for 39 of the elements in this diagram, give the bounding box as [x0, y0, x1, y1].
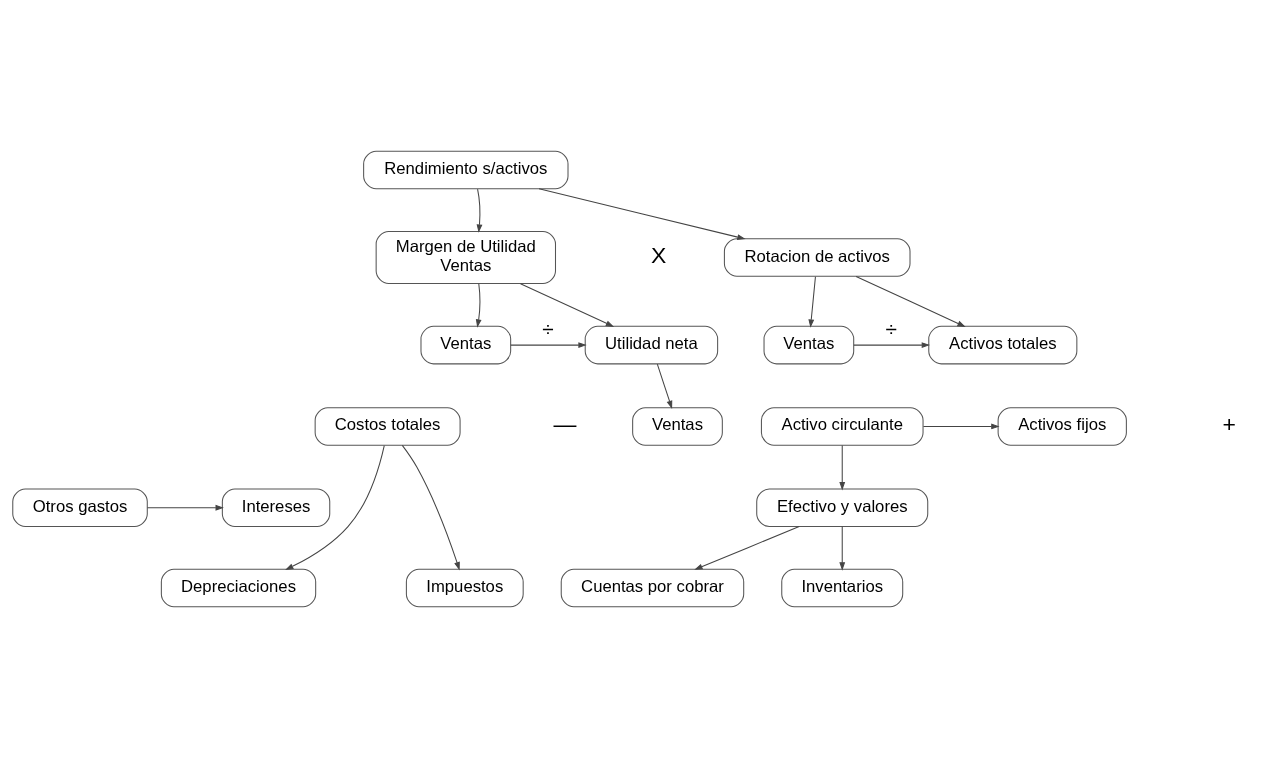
node-box: Ventas [632, 407, 723, 446]
arrow [808, 276, 816, 328]
arrow [538, 188, 746, 240]
node-box: Margen de Utilidad Ventas [375, 230, 556, 285]
arrow [476, 188, 483, 233]
arrow [510, 342, 587, 349]
arrow [922, 423, 1000, 430]
node-box: Rendimiento s/activos [363, 150, 569, 190]
arrow [839, 526, 846, 571]
arrow [839, 444, 846, 491]
label: + [1222, 411, 1236, 438]
node-box: Cuentas por cobrar [560, 568, 745, 608]
node-box: Efectivo y valores [756, 488, 929, 528]
node-box: Activos totales [928, 325, 1078, 365]
node-box: Depreciaciones [160, 568, 317, 608]
arrow [401, 444, 460, 571]
node-box: Ventas [763, 325, 855, 365]
arrow [475, 283, 482, 328]
arrow [285, 445, 385, 570]
label: X [651, 242, 667, 269]
node-box: Activos fijos [997, 407, 1127, 446]
node-box: Intereses [221, 488, 331, 528]
node-box: Impuestos [405, 568, 524, 608]
node-box: Ventas [420, 325, 512, 365]
node-box: Otros gastos [12, 488, 148, 528]
node-box: Costos totales [314, 407, 461, 446]
node-box: Utilidad neta [584, 325, 719, 365]
node-box: Rotacion de activos [723, 238, 911, 277]
arrow [853, 342, 931, 349]
label: — [553, 411, 577, 438]
edge-label: ÷ [885, 316, 897, 340]
arrow [146, 504, 224, 511]
arrow [855, 275, 966, 327]
edge-label: ÷ [542, 316, 554, 340]
arrow [520, 283, 615, 327]
node-box: Activo circulante [760, 407, 924, 446]
node-box: Inventarios [781, 568, 904, 608]
arrow [694, 526, 800, 570]
arrow [656, 363, 673, 409]
